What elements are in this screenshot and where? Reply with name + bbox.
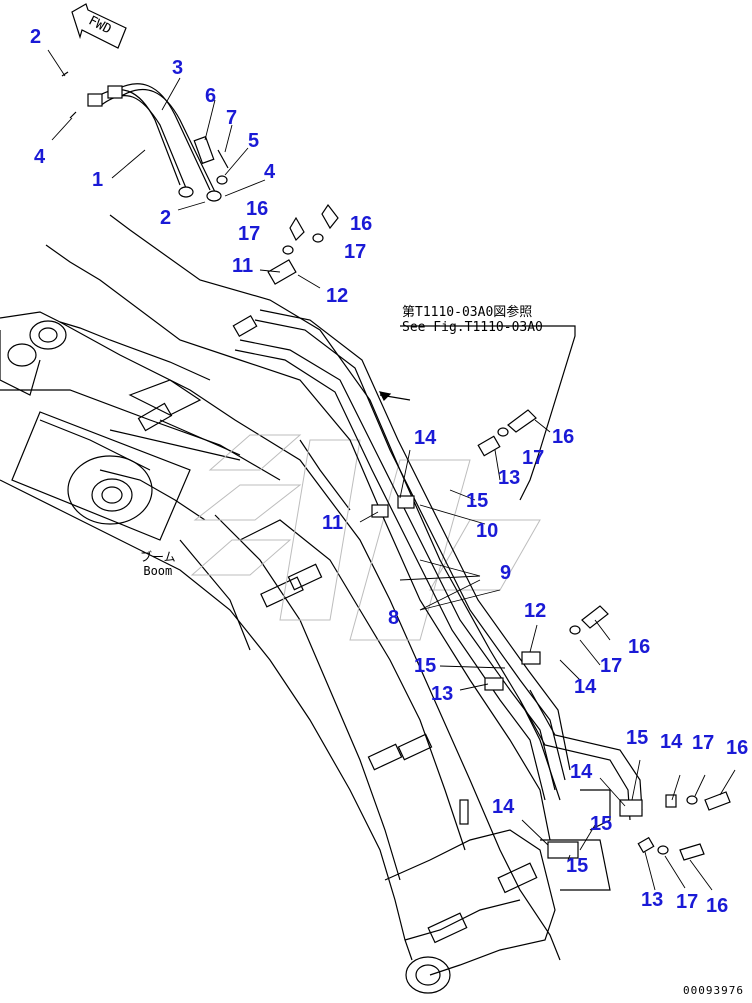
callout-17e: 17 bbox=[692, 732, 715, 754]
tube-clamps bbox=[232, 259, 677, 859]
callout-6: 6 bbox=[205, 85, 217, 107]
callout-17c: 17 bbox=[522, 447, 545, 469]
upper-hoses bbox=[61, 71, 222, 202]
callout-12a: 12 bbox=[326, 285, 349, 307]
callout-14b: 14 bbox=[574, 676, 597, 698]
callout-16c: 16 bbox=[552, 426, 575, 448]
callout-11b: 11 bbox=[322, 512, 344, 534]
detail-outlines bbox=[400, 325, 611, 891]
bolts-and-washers bbox=[282, 203, 731, 861]
long-tubes bbox=[45, 214, 643, 841]
callout-15a: 15 bbox=[466, 490, 489, 512]
callout-9: 9 bbox=[500, 562, 512, 584]
boom-label: ブーム Boom bbox=[140, 550, 176, 579]
document-number: 00093976 bbox=[683, 984, 744, 997]
callout-14e: 14 bbox=[492, 796, 515, 818]
reference-note-en: See Fig.T1110-03A0 bbox=[402, 319, 543, 335]
callout-17d: 17 bbox=[600, 655, 623, 677]
callout-16f: 16 bbox=[706, 895, 729, 917]
upper-bolts bbox=[193, 135, 229, 185]
callout-13b: 13 bbox=[431, 683, 454, 705]
callout-15c: 15 bbox=[626, 727, 649, 749]
callout-14c: 14 bbox=[660, 731, 683, 753]
callout-16e: 16 bbox=[726, 737, 749, 759]
callout-16b: 16 bbox=[350, 213, 373, 235]
reference-note: 第T1110-03A0図参照 See Fig.T1110-03A0 bbox=[402, 305, 543, 336]
boom-label-jp: ブーム bbox=[140, 550, 176, 564]
callout-17f: 17 bbox=[676, 891, 699, 913]
callout-17a: 17 bbox=[238, 223, 261, 245]
callout-5: 5 bbox=[248, 130, 260, 152]
fwd-arrow-icon bbox=[71, 3, 127, 49]
callout-12b: 12 bbox=[524, 600, 547, 622]
callout-3: 3 bbox=[172, 57, 184, 79]
callout-1: 1 bbox=[92, 169, 104, 191]
callout-11a: 11 bbox=[232, 255, 254, 277]
callout-15d: 15 bbox=[590, 813, 613, 835]
callout-2b: 2 bbox=[160, 207, 172, 229]
callout-7: 7 bbox=[226, 107, 238, 129]
callout-14a: 14 bbox=[414, 427, 437, 449]
callout-17b: 17 bbox=[344, 241, 367, 263]
leader-lines bbox=[47, 49, 736, 891]
callout-4b: 4 bbox=[264, 161, 276, 183]
callout-14d: 14 bbox=[570, 761, 593, 783]
boom-structure bbox=[0, 311, 561, 994]
callout-16a: 16 bbox=[246, 198, 269, 220]
callout-13c: 13 bbox=[641, 889, 664, 911]
callout-4: 4 bbox=[34, 146, 46, 168]
boom-flange-blocks bbox=[137, 402, 538, 944]
reference-note-jp: 第T1110-03A0図参照 bbox=[402, 305, 533, 320]
callout-16d: 16 bbox=[628, 636, 651, 658]
callout-15e: 15 bbox=[566, 855, 589, 877]
callout-8: 8 bbox=[388, 607, 400, 629]
callout-15b: 15 bbox=[414, 655, 437, 677]
callout-13a: 13 bbox=[498, 467, 521, 489]
callout-2: 2 bbox=[30, 26, 42, 48]
boom-label-en: Boom bbox=[143, 564, 173, 579]
callout-10: 10 bbox=[476, 520, 499, 542]
